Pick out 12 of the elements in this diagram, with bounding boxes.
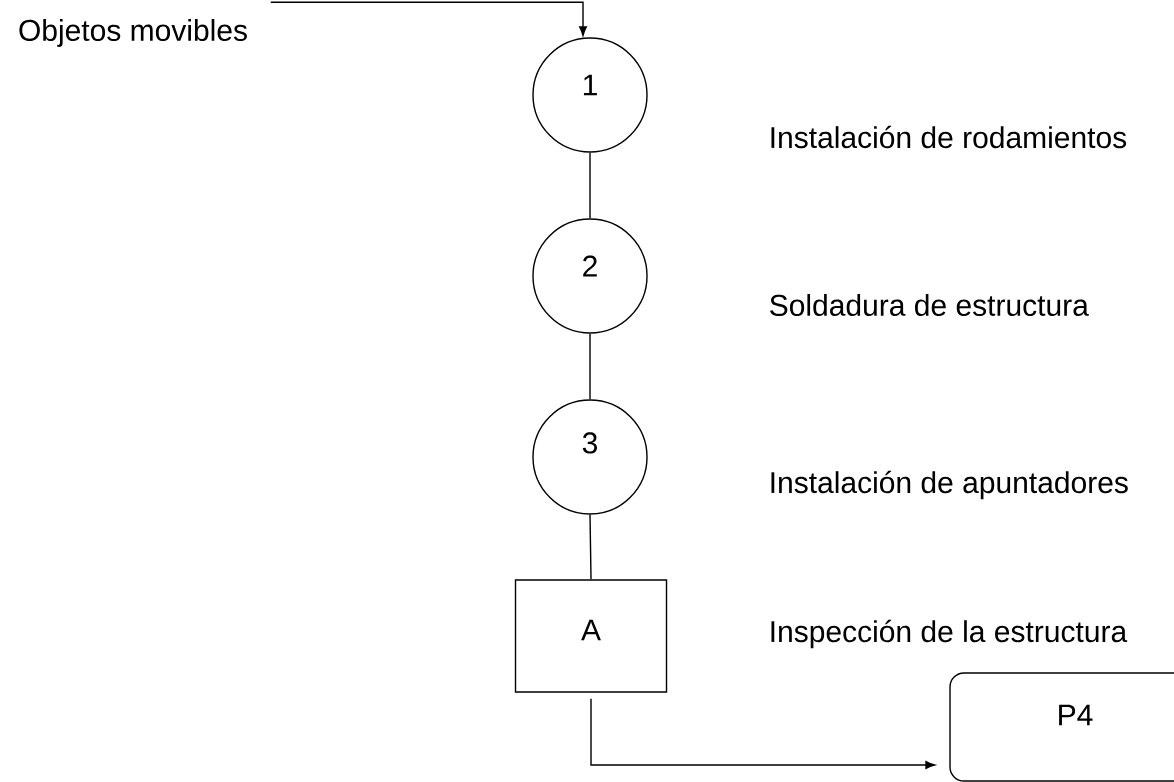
connector-line [589, 514, 592, 580]
start-label: Objetos movibles [19, 19, 247, 47]
step-description: Inspección de la estructura [771, 619, 1128, 649]
connector-line [589, 152, 591, 219]
arrow [270, 1, 587, 37]
step-description: Instalación de apuntadores [771, 470, 1128, 500]
connector-line [589, 333, 591, 400]
arrow [590, 698, 936, 769]
process-box: P4 [949, 672, 1174, 782]
inspection-box: A [514, 579, 668, 693]
step-description: Instalación de rodamientos [771, 125, 1127, 149]
step-description: Soldadura de estructura [770, 294, 1089, 316]
